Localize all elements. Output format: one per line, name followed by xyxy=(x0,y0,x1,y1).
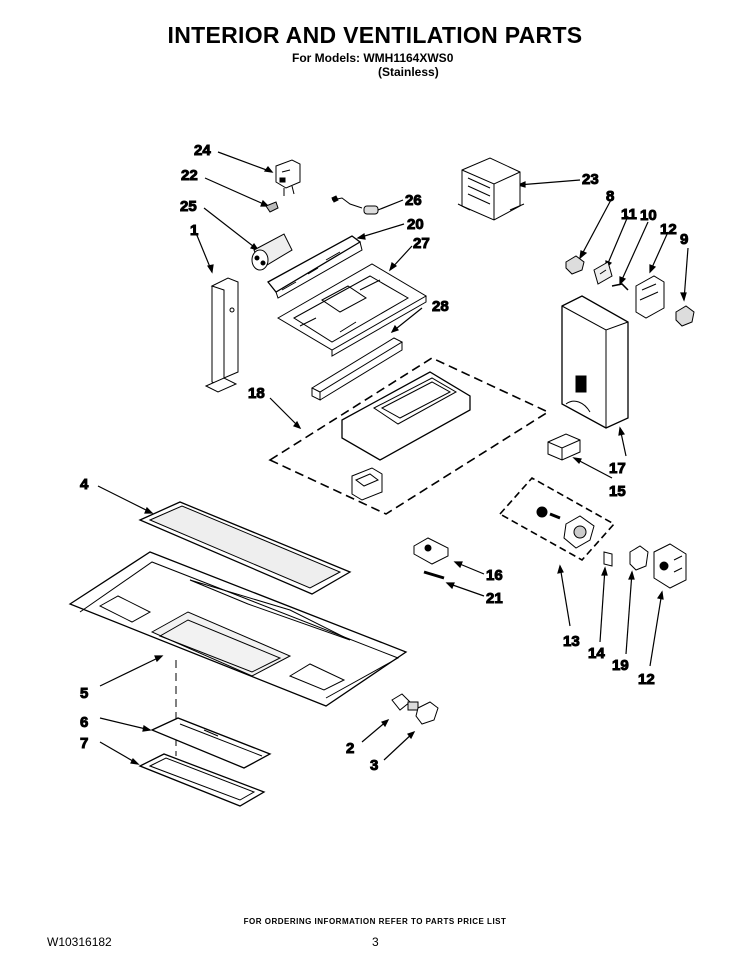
callout-label: 24 xyxy=(194,142,211,159)
part-17-hinge-cover xyxy=(561,295,629,429)
part-22-clip xyxy=(265,201,279,213)
callout-label: 15 xyxy=(609,483,626,500)
callout-label: 14 xyxy=(588,645,605,662)
callout-label: 26 xyxy=(405,192,422,209)
part-14-spring xyxy=(603,551,613,567)
part-19-plug xyxy=(629,545,649,571)
part-12-switch-mount xyxy=(635,275,665,319)
part-27-control-board xyxy=(277,263,427,357)
callout-label: 16 xyxy=(486,567,503,584)
callout-label: 6 xyxy=(80,714,88,731)
callout-label: 10 xyxy=(640,207,657,224)
part-8-switch xyxy=(565,255,585,275)
callout-labels: 24 22 26 25 20 1 27 28 23 8 11 10 12 9 1… xyxy=(80,142,689,775)
models-line: For Models: WMH1164XWS0 xyxy=(292,51,454,65)
page-title: INTERIOR AND VENTILATION PARTS xyxy=(167,22,583,48)
part-4-grille xyxy=(138,501,352,595)
part-20-control-bracket xyxy=(267,235,363,299)
callout-label: 8 xyxy=(606,188,614,205)
callout-label: 20 xyxy=(407,216,424,233)
callout-label: 23 xyxy=(582,171,599,188)
part-15-block xyxy=(547,433,581,461)
page-number: 3 xyxy=(372,935,379,949)
part-13-motor xyxy=(536,506,595,549)
part-10-spring xyxy=(611,283,629,291)
part-1-latch-bracket xyxy=(204,277,239,393)
part-7-filter-frame xyxy=(138,753,266,807)
callout-label: 22 xyxy=(181,167,198,184)
ordering-note: FOR ORDERING INFORMATION REFER TO PARTS … xyxy=(243,917,507,926)
callout-label: 5 xyxy=(80,685,88,702)
callout-label: 12 xyxy=(638,671,655,688)
part-25-capacitor xyxy=(251,233,293,271)
part-5-bottom-plate xyxy=(68,551,408,707)
callout-label: 1 xyxy=(190,222,198,239)
callout-label: 3 xyxy=(370,757,378,774)
part-12b-switch-mount xyxy=(653,543,687,589)
part-18-group-box xyxy=(268,357,550,515)
part-16-latch xyxy=(413,537,449,565)
part-9-switch xyxy=(675,305,695,327)
callout-label: 28 xyxy=(432,298,449,315)
callout-label: 2 xyxy=(346,740,354,757)
callout-label: 13 xyxy=(563,633,580,650)
part-18-duct xyxy=(341,371,471,501)
part-6-filter xyxy=(150,717,272,769)
callout-label: 9 xyxy=(680,231,688,248)
part-3-lamp-holder xyxy=(415,701,439,725)
part-11-switch xyxy=(593,261,613,285)
part-23-transformer xyxy=(457,157,525,221)
leader-lines xyxy=(97,151,689,765)
part-24-thermal-fuse xyxy=(275,159,301,196)
callout-label: 7 xyxy=(80,735,88,752)
callout-label: 27 xyxy=(413,235,430,252)
part-26-lamp-wire xyxy=(331,195,379,215)
finish-line: (Stainless) xyxy=(378,65,439,79)
callout-label: 11 xyxy=(621,206,637,223)
callout-label: 21 xyxy=(486,590,503,607)
document-number: W10316182 xyxy=(47,935,112,949)
callout-label: 25 xyxy=(180,198,197,215)
callout-label: 19 xyxy=(612,657,629,674)
part-28-grease-channel xyxy=(310,337,404,401)
part-2-light-socket xyxy=(391,693,419,711)
callout-label: 4 xyxy=(80,476,89,493)
callout-label: 17 xyxy=(609,460,626,477)
part-21-pin xyxy=(423,570,445,580)
part-13-group-box xyxy=(498,476,616,562)
callout-label: 12 xyxy=(660,221,677,238)
callout-label: 18 xyxy=(248,385,265,402)
